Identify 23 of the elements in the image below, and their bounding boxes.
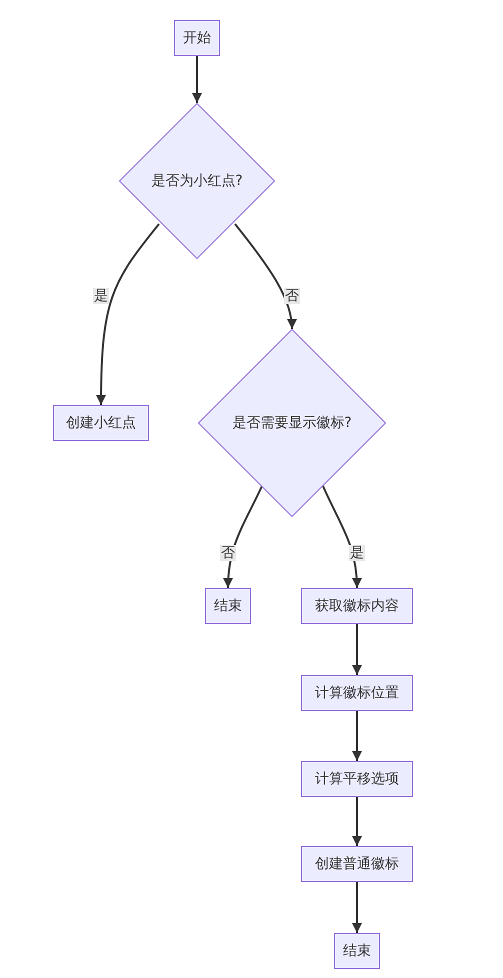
edge-label: 是 (349, 545, 365, 561)
edge-label: 否 (220, 545, 236, 561)
process-box: 创建普通徽标 (301, 846, 413, 882)
process-box: 创建小红点 (53, 405, 149, 441)
edge-label: 是 (93, 288, 109, 304)
process-box: 计算平移选项 (301, 761, 413, 797)
process-box: 结束 (334, 933, 380, 969)
decision-diamond: 是否为小红点? (119, 103, 275, 259)
arrow (352, 711, 362, 761)
process-box: 获取徽标内容 (301, 588, 413, 624)
arrow (223, 486, 263, 588)
arrow (352, 797, 362, 846)
arrow (322, 486, 362, 588)
arrow (352, 882, 362, 933)
process-box: 结束 (205, 588, 251, 624)
arrow (96, 223, 160, 405)
decision-diamond: 是否需要显示徽标? (198, 329, 386, 517)
arrow (192, 56, 202, 103)
arrow (234, 223, 296, 330)
arrow (352, 624, 362, 675)
process-box: 开始 (174, 20, 220, 56)
process-box: 计算徽标位置 (301, 675, 413, 711)
edge-label: 否 (284, 288, 300, 304)
